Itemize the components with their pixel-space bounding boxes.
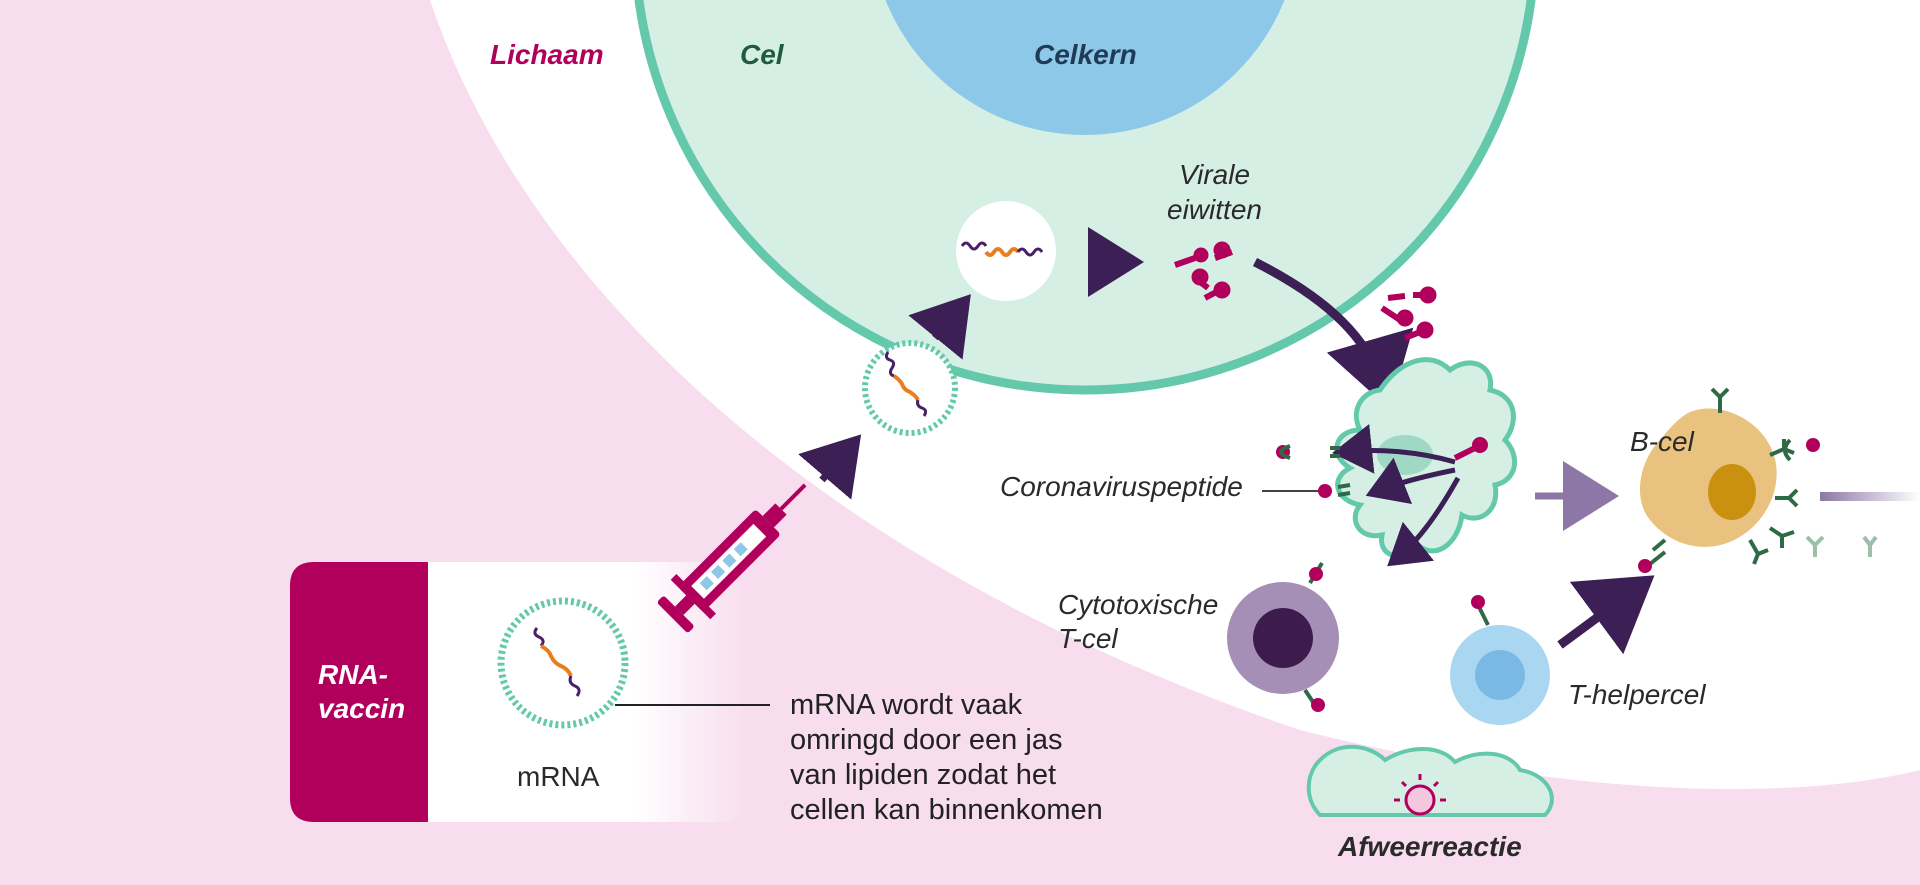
virus-particle xyxy=(1394,774,1446,816)
helper-connector xyxy=(1471,595,1490,626)
viral-proteins-outside xyxy=(1380,286,1437,341)
description-line: mRNA wordt vaak xyxy=(790,689,1023,721)
label-afweerreactie: Afweerreactie xyxy=(1338,831,1522,862)
endosome xyxy=(956,201,1056,301)
b-cell-nucleus xyxy=(1708,464,1756,520)
infected-cell xyxy=(1306,744,1554,817)
label-cel: Cel xyxy=(740,39,784,70)
arrow-bcell-out xyxy=(1820,492,1920,501)
label-rna-vaccin-line2: vaccin xyxy=(318,693,406,724)
description-line: van lipiden zodat het xyxy=(790,759,1057,791)
mrna-orange-vesicle xyxy=(892,374,920,401)
mrna-strand-particle-end xyxy=(568,675,581,697)
mrna-strand-endosome xyxy=(960,241,988,251)
label-rna-vaccin-line1: RNA- xyxy=(318,659,388,690)
arrow-present-2 xyxy=(1365,457,1456,505)
mrna-strand-vesicle xyxy=(884,351,896,378)
vaccine-box-tab xyxy=(290,562,428,822)
mrna-strand-endosome-end xyxy=(1016,247,1044,257)
cytotoxic-connector xyxy=(1303,561,1325,712)
viral-proteins-in-cell xyxy=(1174,241,1233,301)
bcell-receptor-top xyxy=(1783,438,1792,462)
lipid-vesicle-entering xyxy=(862,340,958,436)
label-virale-line1: Virale xyxy=(1178,159,1251,190)
mrna-strand-vesicle-end xyxy=(916,399,928,417)
mrna-lipid-particle xyxy=(497,597,629,729)
mrna-description: mRNA wordt vaak omringd door een jas van… xyxy=(790,688,1210,828)
label-lichaam: Lichaam xyxy=(490,39,604,70)
t-helper-cell-nucleus xyxy=(1475,650,1525,700)
label-celkern: Celkern xyxy=(1034,39,1137,70)
arrow-proteins-to-dendritic-cell xyxy=(1252,257,1414,410)
label-cytotoxische-line2: T-cel xyxy=(1058,623,1118,654)
description-line: cellen kan binnenkomen xyxy=(790,794,1103,826)
nucleus-shape xyxy=(885,0,1285,135)
dendritic-protein xyxy=(1453,437,1488,461)
arrow-syringe-to-vesicle xyxy=(798,434,862,500)
mrna-strand-particle xyxy=(533,627,545,647)
arrow-present-3 xyxy=(1387,476,1461,567)
mrna-orange-endosome xyxy=(984,247,1020,257)
mhc-receptors-dendritic xyxy=(1276,444,1351,498)
syringe xyxy=(657,483,807,633)
arrow-helper-to-bcell xyxy=(1557,575,1655,655)
description-line: omringd door een jas xyxy=(790,724,1063,756)
label-virale-line2: eiwitten xyxy=(1167,194,1262,225)
label-mrna: mRNA xyxy=(517,761,600,792)
cytotoxic-t-cell-nucleus xyxy=(1253,608,1313,668)
mrna-orange-particle xyxy=(540,644,573,677)
label-t-helpercel: T-helpercel xyxy=(1568,679,1706,710)
label-cytotoxische-line1: Cytotoxische xyxy=(1058,589,1219,620)
bcell-antigen xyxy=(1806,438,1820,452)
bcell-helper-link xyxy=(1638,550,1667,573)
arrow-vesicle-to-endosome xyxy=(908,294,971,360)
arrow-present-1 xyxy=(1332,424,1456,474)
label-coronaviruspeptide: Coronaviruspeptide xyxy=(1000,471,1243,502)
label-b-cel: B-cel xyxy=(1630,426,1694,457)
b-cell-antibodies xyxy=(1651,387,1799,565)
free-antibodies xyxy=(1805,535,1878,557)
